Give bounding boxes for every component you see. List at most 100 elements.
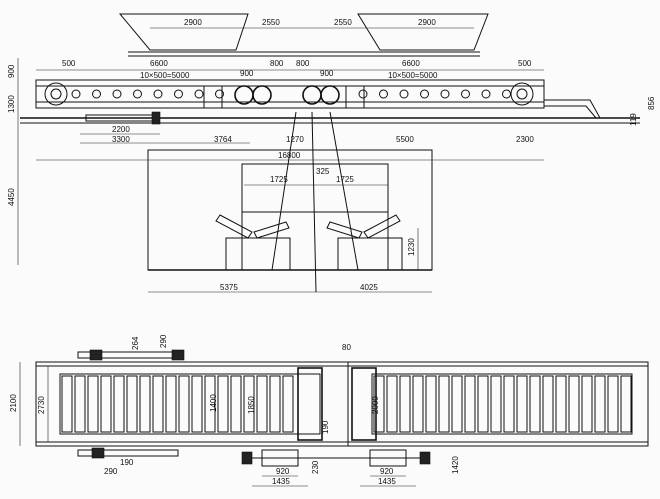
slat xyxy=(581,375,593,433)
slat xyxy=(87,375,99,433)
dim-lower: 2300 xyxy=(516,135,534,144)
dim-lower: 2200 xyxy=(112,125,130,134)
slat xyxy=(282,375,294,433)
dim-foot: 5375 xyxy=(220,283,238,292)
dim-mid: 900 xyxy=(320,69,334,78)
dim-right: 856 xyxy=(647,96,656,110)
slat xyxy=(243,375,255,433)
slat xyxy=(61,375,73,433)
plan-dimensions: 2100 2730 264 290 80 1400 1850 2000 190 … xyxy=(9,334,460,487)
slat xyxy=(451,375,463,433)
plan-slats xyxy=(61,375,632,433)
roller xyxy=(153,89,163,99)
dim-mid: 900 xyxy=(240,69,254,78)
dim-foot: 4025 xyxy=(360,283,378,292)
plan-dim-left: 2100 xyxy=(9,394,18,412)
roller xyxy=(461,89,470,99)
roller xyxy=(440,89,450,99)
slat xyxy=(100,375,112,433)
slat xyxy=(217,375,229,433)
slat xyxy=(74,375,86,433)
plan-dim-bottom: 290 xyxy=(104,467,118,476)
dim-foot: 1230 xyxy=(407,238,416,256)
conveyor-frame xyxy=(35,79,545,109)
slat xyxy=(230,375,242,433)
plan-dim-inner: 1400 xyxy=(209,394,218,412)
roller xyxy=(194,89,204,99)
plan-dim-bottom: 1435 xyxy=(378,477,396,486)
slat xyxy=(178,375,190,433)
slat xyxy=(165,375,177,433)
drive-wheel xyxy=(252,85,272,105)
slat xyxy=(373,375,385,433)
roller xyxy=(92,89,101,99)
slat xyxy=(620,375,632,433)
slat xyxy=(594,375,606,433)
dim-mid: 500 xyxy=(518,59,532,68)
drive-wheel xyxy=(302,85,322,105)
dim-lower: 16800 xyxy=(278,151,301,160)
plan-dim-top: 264 xyxy=(131,336,140,350)
plan-dim-bottom: 190 xyxy=(321,420,330,434)
slat xyxy=(204,375,216,433)
dim-mid: 10×500=5000 xyxy=(140,71,190,80)
roller xyxy=(502,89,511,99)
dim-lower: 3300 xyxy=(112,135,130,144)
dim-mid: 800 xyxy=(296,59,310,68)
roller xyxy=(358,89,368,99)
tail-pulley xyxy=(44,82,68,106)
dim-mid: 6600 xyxy=(150,59,168,68)
slat xyxy=(256,375,268,433)
plan-frame-right xyxy=(347,361,649,447)
dim-right: 119 xyxy=(629,113,638,126)
slat xyxy=(529,375,541,433)
dim-mid: 6600 xyxy=(402,59,420,68)
drive-wheel xyxy=(234,85,254,105)
dim-lower: 5500 xyxy=(396,135,414,144)
plan-dim-bottom: 920 xyxy=(276,467,290,476)
roller xyxy=(420,89,429,99)
slat xyxy=(607,375,619,433)
plan-dim-bottom: 1420 xyxy=(451,456,460,474)
dim-chute: 325 xyxy=(316,167,330,176)
plan-dim-top: 80 xyxy=(342,343,351,352)
dim-chute: 1725 xyxy=(270,175,288,184)
dim-lower: 1270 xyxy=(286,135,304,144)
slat xyxy=(399,375,411,433)
slat xyxy=(139,375,151,433)
plan-dim-top: 290 xyxy=(159,334,168,348)
slat xyxy=(490,375,502,433)
slat xyxy=(113,375,125,433)
slat xyxy=(269,375,281,433)
dim-left: 4450 xyxy=(7,188,16,206)
plan-dim-bottom: 920 xyxy=(380,467,394,476)
roller xyxy=(112,89,122,99)
slat xyxy=(126,375,138,433)
slat xyxy=(568,375,580,433)
slat xyxy=(152,375,164,433)
dim-top: 2550 xyxy=(262,18,280,27)
drive-wheel xyxy=(320,85,340,105)
plan-view xyxy=(35,349,649,467)
dim-top: 2900 xyxy=(184,18,202,27)
slat xyxy=(438,375,450,433)
roller xyxy=(174,89,183,99)
dim-top: 2900 xyxy=(418,18,436,27)
roller xyxy=(71,89,81,99)
plan-dim-inner: 2000 xyxy=(371,396,380,414)
roller xyxy=(399,89,409,99)
elevation-dimensions: 2900 2550 2550 2900 6600 6600 500 500 10… xyxy=(7,18,656,293)
slat xyxy=(191,375,203,433)
slat xyxy=(477,375,489,433)
plan-dim-bottom: 190 xyxy=(120,458,134,467)
slat xyxy=(386,375,398,433)
plan-dim-bottom: 230 xyxy=(311,460,320,474)
roller xyxy=(215,89,224,99)
dim-left: 1300 xyxy=(7,95,16,113)
slat xyxy=(464,375,476,433)
slat xyxy=(425,375,437,433)
dim-mid: 500 xyxy=(62,59,76,68)
dim-mid: 10×500=5000 xyxy=(388,71,438,80)
